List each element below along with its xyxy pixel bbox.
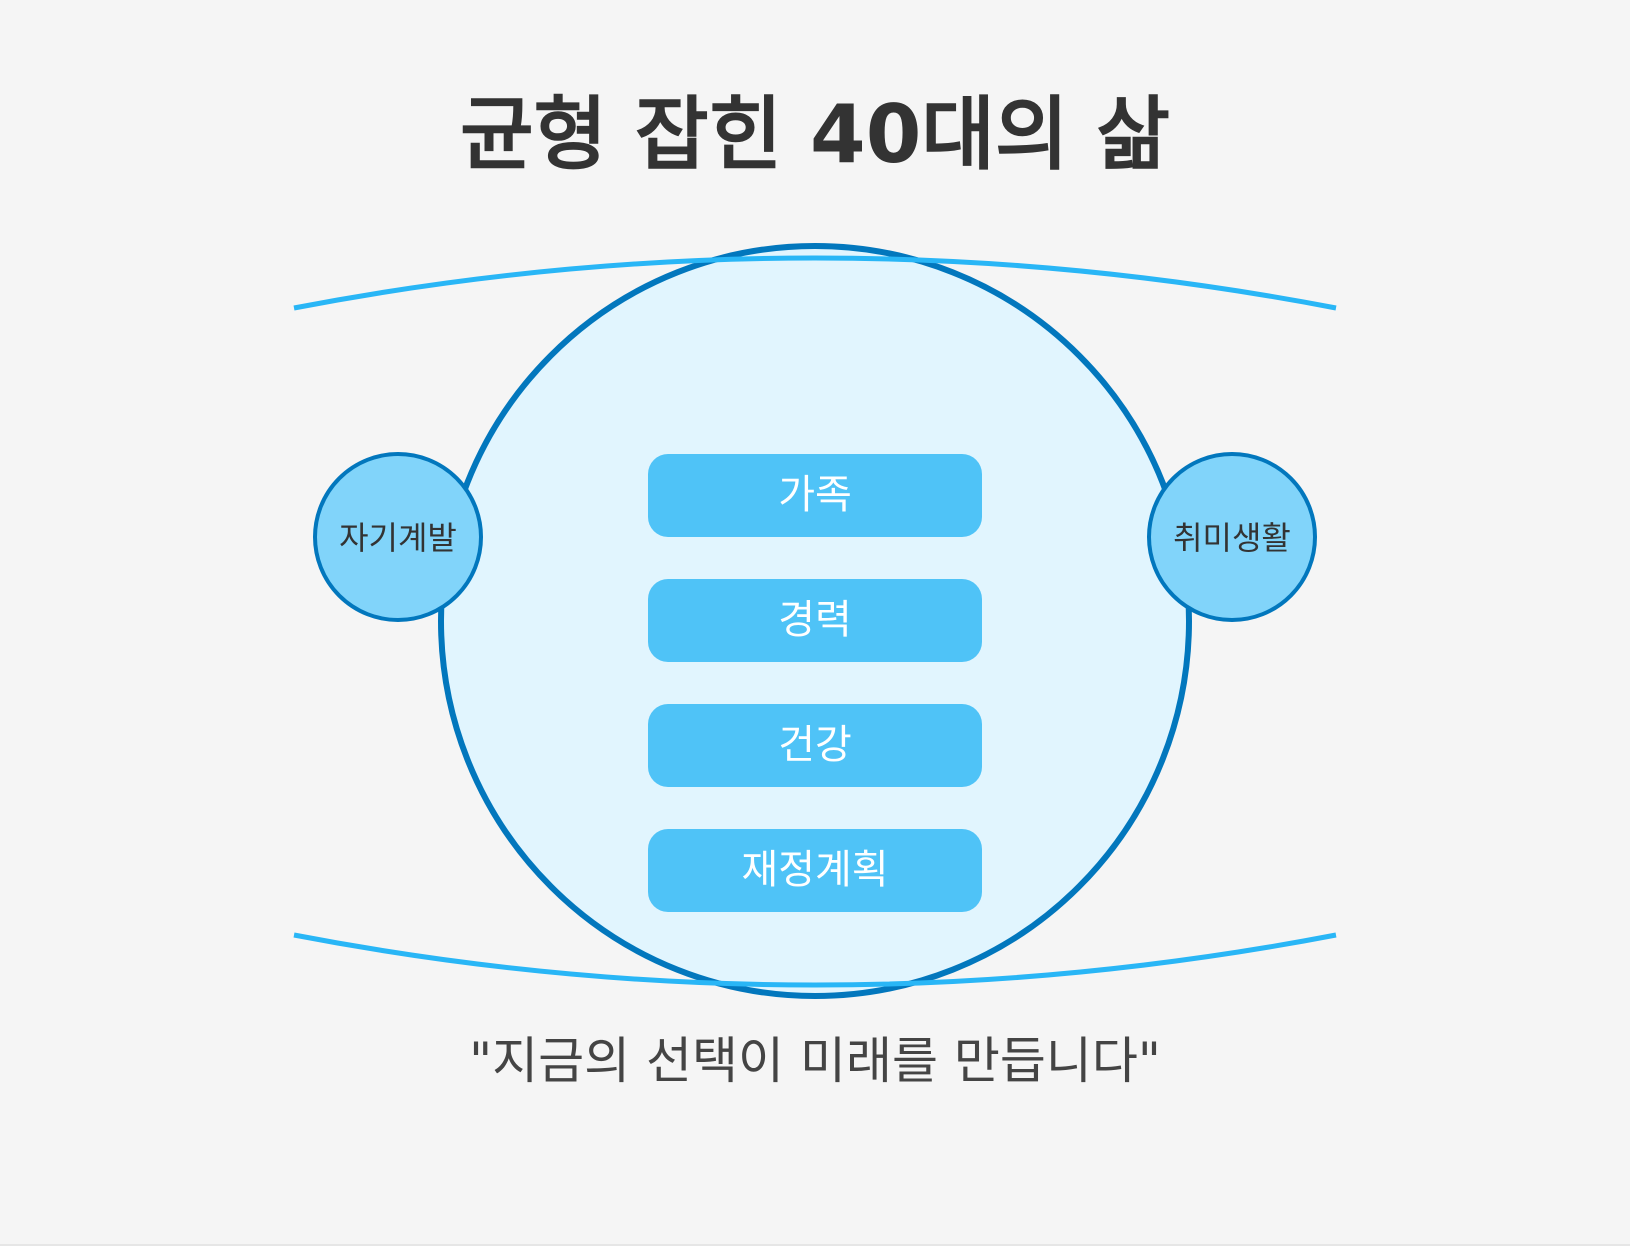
core-item-label: 재정계획 [741,847,888,893]
core-item-box [648,829,982,912]
core-item: 경력 [648,579,982,662]
bottom-arc [293,932,1337,988]
core-item: 건강 [648,704,982,787]
core-item-box [648,454,982,537]
core-item-box [648,704,982,787]
core-item-box [648,579,982,662]
top-arc [293,255,1337,311]
side-circle-left [313,452,483,622]
core-item: 재정계획 [648,829,982,912]
core-item: 가족 [648,454,982,537]
core-item-label: 경력 [778,597,852,643]
diagram-title: 균형 잡힌 40대의 삶 [460,88,1170,181]
core-item-label: 가족 [778,472,852,518]
footer-quote: "지금의 선택이 미래를 만듭니다" [469,1032,1161,1090]
side-circle-right [1147,452,1317,622]
side-label-right: 취미생활 [1173,519,1291,557]
side-item-right: 취미생활 [1147,452,1317,622]
side-item-left: 자기계발 [313,452,483,622]
core-item-label: 건강 [778,722,852,768]
side-label-left: 자기계발 [339,519,457,557]
